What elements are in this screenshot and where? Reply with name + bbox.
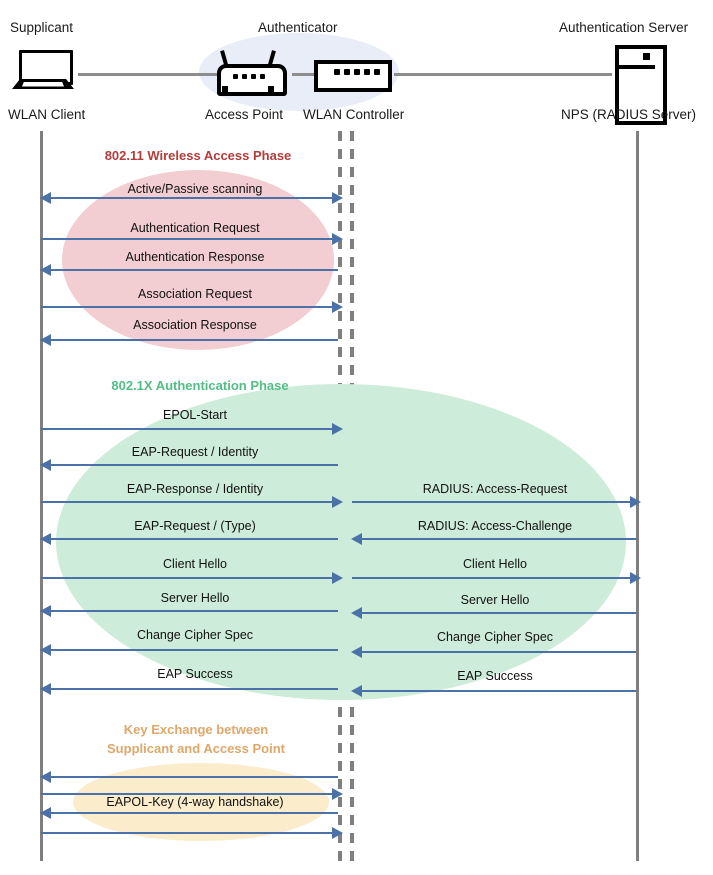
- message-line: [46, 776, 338, 778]
- arrow-head-right: [630, 496, 641, 508]
- message-line: [46, 812, 338, 814]
- phase-ellipse-dot1x: [56, 384, 626, 700]
- message-line: [357, 538, 636, 540]
- message-line: [46, 269, 338, 271]
- arrow-head-right: [332, 496, 343, 508]
- message-line: [41, 793, 338, 795]
- arrow-head-left: [40, 605, 51, 617]
- message-label: Association Request: [138, 287, 252, 301]
- phase-ellipse-wireless-access: [62, 170, 334, 350]
- message-label: EPOL-Start: [163, 408, 227, 422]
- message-line: [46, 464, 338, 466]
- message-label: EAP-Request / (Type): [134, 519, 256, 533]
- arrow-head-left: [40, 771, 51, 783]
- actor-device-wlan-client: WLAN Client: [8, 107, 86, 122]
- message-line: [46, 688, 338, 690]
- lifeline-supplicant: [40, 131, 43, 861]
- message-label: EAPOL-Key (4-way handshake): [106, 795, 284, 809]
- message-line: [352, 501, 636, 503]
- message-line: [357, 651, 636, 653]
- message-line: [46, 197, 338, 199]
- wire-wc-to-server: [394, 73, 612, 76]
- arrow-head-left: [40, 533, 51, 545]
- actor-role-authenticator: Authenticator: [258, 20, 338, 35]
- arrow-head-left: [351, 533, 362, 545]
- message-label: Server Hello: [160, 591, 230, 605]
- message-line: [41, 832, 338, 834]
- message-line: [352, 577, 636, 579]
- wlan-controller-icon: [314, 60, 392, 92]
- message-label: Change Cipher Spec: [136, 628, 254, 642]
- message-label: RADIUS: Access-Request: [422, 482, 568, 496]
- wire-ap-to-wc: [292, 73, 314, 76]
- laptop-icon: [12, 50, 74, 89]
- actor-role-auth-server: Authentication Server: [559, 20, 689, 35]
- message-label: Change Cipher Spec: [436, 630, 554, 644]
- message-line: [46, 610, 338, 612]
- message-line: [357, 612, 636, 614]
- arrow-head-right: [630, 572, 641, 584]
- arrow-head-left: [40, 807, 51, 819]
- arrow-head-left: [40, 644, 51, 656]
- actor-device-access-point: Access Point: [205, 107, 284, 122]
- arrow-head-left: [40, 264, 51, 276]
- actor-device-wlan-controller: WLAN Controller: [303, 107, 405, 122]
- arrow-head-left: [40, 683, 51, 695]
- message-line: [41, 428, 338, 430]
- message-label: EAP Success: [157, 667, 233, 681]
- arrow-head-left: [40, 192, 51, 204]
- message-line: [41, 577, 338, 579]
- actor-device-nps-radius: NPS (RADIUS Server): [561, 107, 697, 122]
- arrow-head-right: [332, 233, 343, 245]
- message-label: Server Hello: [460, 593, 530, 607]
- message-line: [46, 538, 338, 540]
- arrow-head-left: [351, 607, 362, 619]
- message-line: [41, 306, 338, 308]
- arrow-head-left: [351, 646, 362, 658]
- server-icon: [615, 45, 667, 125]
- arrow-head-right: [332, 301, 343, 313]
- message-label: Authentication Response: [125, 250, 265, 264]
- message-label: RADIUS: Access-Challenge: [417, 519, 573, 533]
- phase-label-dot1x: 802.1X Authentication Phase: [111, 378, 289, 393]
- actor-role-supplicant: Supplicant: [10, 20, 74, 35]
- message-label: EAP Success: [457, 669, 533, 683]
- message-label: Client Hello: [163, 557, 227, 571]
- message-label: Client Hello: [463, 557, 527, 571]
- message-label: Active/Passive scanning: [127, 182, 263, 196]
- message-label: EAP-Response / Identity: [126, 482, 264, 496]
- arrow-head-right: [332, 572, 343, 584]
- arrow-head-right: [332, 192, 343, 204]
- message-label: EAP-Request / Identity: [131, 445, 259, 459]
- message-line: [46, 339, 338, 341]
- phase-label-key-exchange: Key Exchange between Supplicant and Acce…: [107, 722, 285, 756]
- message-line: [41, 238, 338, 240]
- message-label: Authentication Request: [130, 221, 260, 235]
- message-line: [41, 501, 338, 503]
- wire-client-to-ap: [78, 73, 218, 76]
- arrow-head-right: [332, 827, 343, 839]
- arrow-head-right: [332, 423, 343, 435]
- message-label: Association Response: [133, 318, 257, 332]
- phase-label-wireless-access: 802.11 Wireless Access Phase: [104, 148, 292, 163]
- arrow-head-left: [351, 685, 362, 697]
- arrow-head-right: [332, 788, 343, 800]
- message-line: [357, 690, 636, 692]
- access-point-icon: [217, 50, 287, 96]
- arrow-head-left: [40, 334, 51, 346]
- message-line: [46, 649, 338, 651]
- arrow-head-left: [40, 459, 51, 471]
